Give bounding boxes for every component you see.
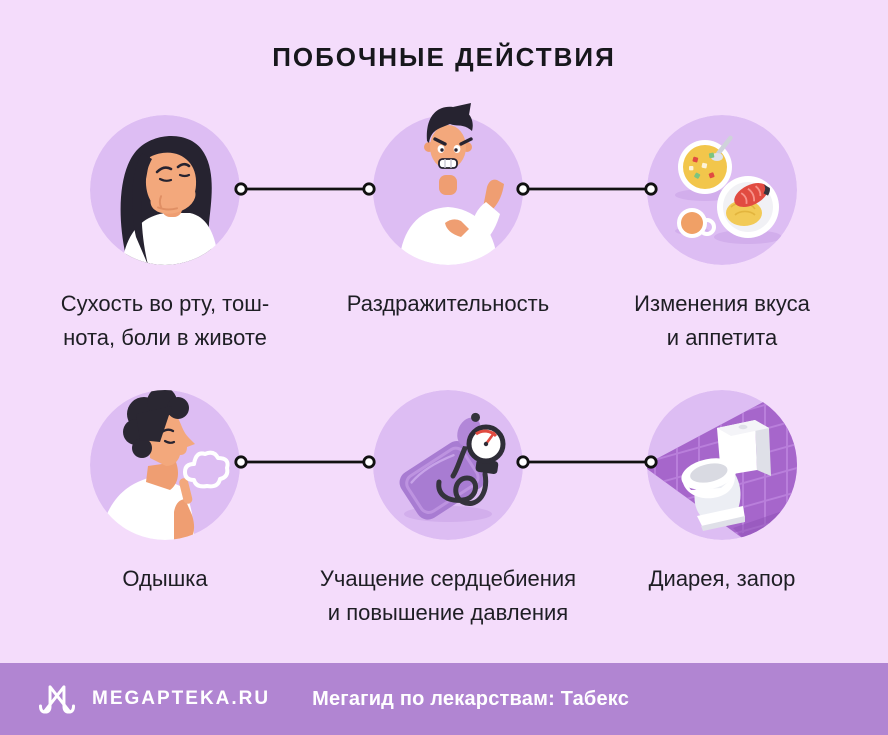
circle-illustration-5 — [373, 390, 523, 540]
brand-name: MEGAPTEKA.RU — [92, 688, 271, 709]
label-line: Изменения вкуса — [634, 291, 810, 316]
label-line: Сухость во рту, тош- — [60, 291, 270, 316]
label-line: и повышение давления — [327, 600, 569, 625]
label-dyspnea: Одышка — [0, 562, 335, 596]
circle-illustration-1 — [90, 115, 240, 265]
connector-line — [516, 455, 658, 469]
connector-line — [234, 182, 376, 196]
label-line: Раздражительность — [346, 291, 550, 316]
megapteka-m-logo-icon — [39, 685, 75, 714]
footer-tagline: Мегагид по лекарствам: Табекс — [312, 687, 630, 710]
connector-line — [234, 455, 376, 469]
circle-illustration-2 — [373, 103, 523, 265]
circle-illustration-4 — [90, 390, 240, 540]
circle-illustration-3 — [647, 115, 797, 265]
label-heartbeat-pressure: Учащение сердцебиения и повышение давлен… — [278, 562, 618, 630]
woman-covering-mouth-icon — [90, 115, 240, 265]
label-line: Одышка — [122, 566, 208, 591]
circle-illustration-6 — [647, 390, 797, 540]
label-diarrhea-constipation: Диарея, запор — [552, 562, 888, 596]
label-dry-mouth-nausea: Сухость во рту, тош- нота, боли в животе — [0, 287, 335, 355]
connector-line — [516, 182, 658, 196]
person-exhaling-icon — [90, 390, 240, 540]
toilet-icon — [647, 390, 797, 540]
page-title: ПОБОЧНЫЕ ДЕЙСТВИЯ — [272, 42, 616, 72]
label-taste-appetite: Изменения вкуса и аппетита — [552, 287, 888, 355]
irritated-man-icon — [373, 103, 523, 265]
label-irritability: Раздражительность — [278, 287, 618, 321]
label-line: Диарея, запор — [648, 566, 796, 591]
food-meal-icon — [647, 115, 797, 265]
label-line: и аппетита — [666, 325, 778, 350]
footer-bar: MEGAPTEKA.RU Мегагид по лекарствам: Табе… — [0, 663, 888, 735]
label-line: Учащение сердцебиения — [319, 566, 577, 591]
blood-pressure-monitor-icon — [373, 390, 523, 540]
label-line: нота, боли в животе — [63, 325, 267, 350]
